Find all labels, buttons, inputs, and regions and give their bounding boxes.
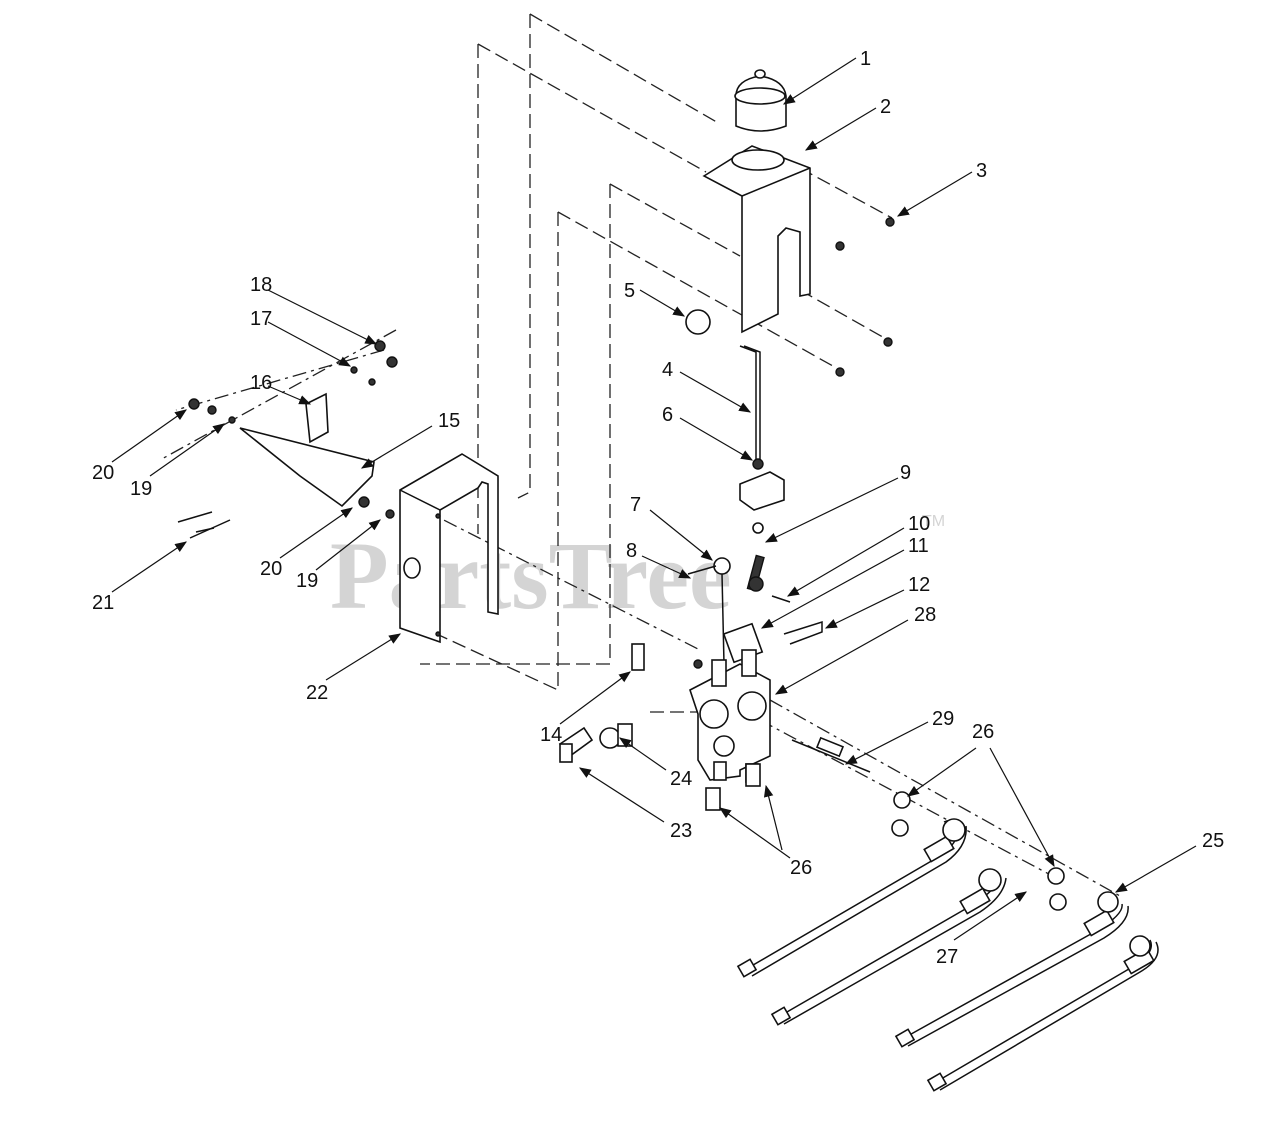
- callout-leader-c10: [786, 527, 905, 597]
- callout-label-c22: 22: [306, 682, 328, 704]
- callout-label-c25: 25: [1202, 830, 1224, 852]
- callout-leader-c12: [824, 589, 905, 629]
- callout-label-c19a: 19: [130, 478, 152, 500]
- callout-leader-c14: [559, 671, 631, 725]
- callout-leader-c3: [896, 171, 973, 217]
- callout-leader-c17: [267, 321, 352, 367]
- callout-leader-c29: [844, 721, 929, 765]
- valve-cover: [399, 453, 499, 644]
- callout-label-c9: 9: [900, 462, 911, 484]
- callout-label-c5: 5: [624, 280, 635, 302]
- callout-leader-c20b: [279, 507, 353, 559]
- callout-label-c20a: 20: [92, 462, 114, 484]
- callout-label-c23: 23: [670, 820, 692, 842]
- callout-leader-c5: [639, 289, 686, 317]
- control-valve-body: [689, 622, 771, 783]
- watermark-tm-mark: TM: [922, 513, 945, 530]
- callout-label-c12: 12: [908, 574, 930, 596]
- callout-label-c21: 21: [92, 592, 114, 614]
- callout-leader-c19b: [315, 519, 381, 571]
- callout-label-c1: 1: [860, 48, 871, 70]
- callout-label-c24: 24: [670, 768, 692, 790]
- callout-label-c17: 17: [250, 308, 272, 330]
- callout-leader-c15: [360, 425, 433, 469]
- callout-label-c20b: 20: [260, 558, 282, 580]
- mounting-bracket: [702, 145, 811, 334]
- callout-label-c10: 10: [908, 513, 930, 535]
- callout-leader-c21: [111, 541, 187, 593]
- callout-leader-c27: [953, 891, 1027, 941]
- callout-label-c3: 3: [976, 160, 987, 182]
- callout-label-c19b: 19: [296, 570, 318, 592]
- callout-leader-c16: [267, 385, 312, 405]
- side-bracket: [239, 392, 375, 508]
- parts-tree-watermark: PartsTree: [330, 522, 732, 629]
- callout-26-bottom: 26: [790, 857, 812, 879]
- callout-leader-c11: [760, 549, 905, 629]
- hydraulic-hoses: [736, 818, 1159, 1092]
- callout-leader-c18: [267, 289, 378, 345]
- callout-leader-c23: [578, 767, 665, 823]
- side-hardware: [177, 340, 398, 539]
- callout-leader-c20a: [111, 409, 187, 463]
- callout-label-c18: 18: [250, 274, 272, 296]
- hose-fittings: [705, 763, 1067, 911]
- callout-label-c16: 16: [250, 372, 272, 394]
- callout-label-c28: 28: [914, 604, 936, 626]
- callout-label-c15: 15: [438, 410, 460, 432]
- callout-label-c6: 6: [662, 404, 673, 426]
- callout-leaders: [111, 57, 1197, 941]
- callout-leader-c2: [804, 107, 877, 151]
- callout-label-c4: 4: [662, 359, 673, 381]
- callout-leader-c6: [679, 417, 754, 461]
- callout-label-c14: 14: [540, 724, 562, 746]
- callout-leader-c1: [782, 57, 857, 105]
- callout-label-c7: 7: [630, 494, 641, 516]
- valve-tube: [791, 736, 871, 773]
- callout-26-top: 26: [972, 721, 994, 743]
- inlet-fittings: [558, 723, 633, 763]
- callout-leader-c19a: [149, 423, 225, 477]
- callout-leader-c25: [1114, 845, 1197, 893]
- callout-leader-c7: [649, 509, 713, 561]
- bracket-screws: [835, 217, 895, 377]
- callout-26-group: 26 26: [719, 721, 1055, 879]
- callout-label-c2: 2: [880, 96, 891, 118]
- callout-label-c8: 8: [626, 540, 637, 562]
- control-knob-and-lever: [685, 309, 785, 534]
- callout-leader-c9: [764, 477, 899, 543]
- reservoir-cap: [734, 69, 787, 132]
- callout-label-c27: 27: [936, 946, 958, 968]
- callout-label-c29: 29: [932, 708, 954, 730]
- callout-leader-c22: [325, 633, 402, 681]
- callout-label-c11: 11: [908, 535, 929, 557]
- callout-labels: 1235469101112287814242329252722151617182…: [92, 48, 1224, 968]
- callout-leader-c24: [619, 737, 667, 771]
- valve-linkage: [631, 554, 823, 671]
- callout-leader-c4: [679, 371, 752, 413]
- callout-leader-c28: [774, 619, 909, 695]
- callout-leader-c8: [641, 555, 692, 579]
